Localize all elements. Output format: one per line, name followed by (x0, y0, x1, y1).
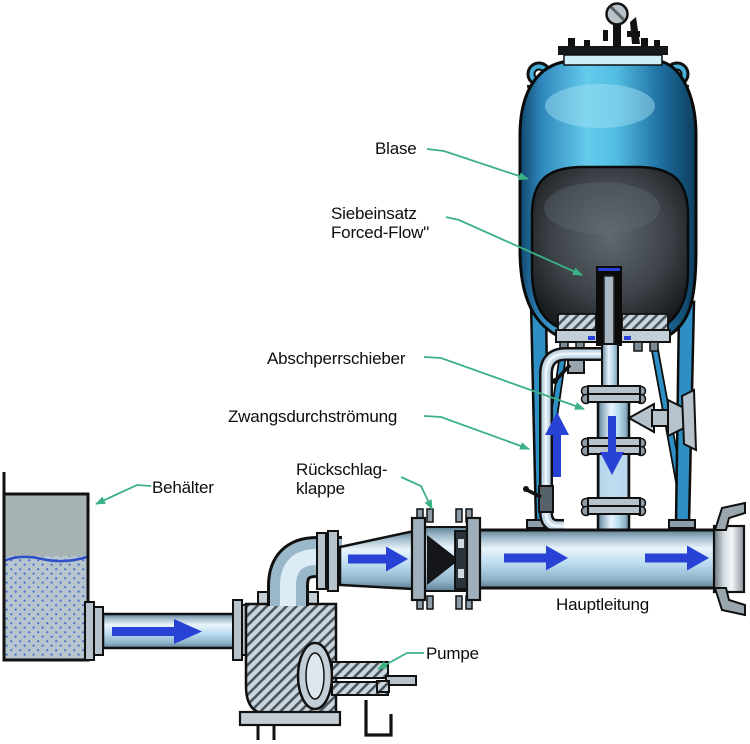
pump-base (238, 710, 342, 727)
pump-shaft (331, 661, 389, 679)
label-blase: Blase (375, 139, 417, 158)
label-hauptleitung: Hauptleitung (556, 595, 650, 614)
flow-arrow-main-left (504, 545, 568, 571)
forced-flow-pipe (523, 347, 608, 533)
label-rueckschlagklappe: Rückschlag- klappe (296, 460, 388, 498)
vent-valve (630, 17, 640, 44)
elbow-flange (316, 530, 339, 592)
leader-rueckschlagklappe (400, 476, 433, 510)
bleed-valve-top (552, 359, 585, 384)
flow-arrows (112, 412, 709, 644)
label-zwangsdurchstroemung: Zwangsdurchströmung (228, 407, 398, 426)
leader-blase (426, 148, 529, 180)
label-pumpe: Pumpe (426, 644, 479, 663)
flow-arrow-cone (348, 546, 408, 572)
clamp-valve-bottom (523, 485, 554, 513)
label-siebeinsatz: Siebeinsatz Forced-Flow" (331, 204, 429, 242)
flow-arrow-suction (112, 619, 202, 644)
pump (238, 587, 417, 740)
valve-actuator (626, 388, 698, 452)
leader-behaelter (95, 484, 152, 505)
reservoir (2, 472, 90, 662)
leader-zwangsdurchstroemung (423, 415, 530, 450)
label-behaelter: Behälter (152, 478, 214, 497)
flow-arrow-down-vessel-pipe (600, 416, 624, 475)
valve-flap-wedge (427, 535, 459, 585)
label-rueckschlag-line2: klappe (296, 479, 345, 498)
bladder (530, 165, 690, 335)
vessel-top-flange (558, 38, 668, 66)
water-line (3, 555, 88, 563)
label-rueckschlag-line1: Rückschlag- (296, 460, 388, 479)
label-siebeinsatz-line1: Siebeinsatz (331, 204, 417, 223)
flow-arrow-main-right (645, 545, 709, 571)
leader-absperrschieber (423, 356, 585, 410)
leader-pumpe (377, 652, 424, 670)
shaft-support-bracket (364, 700, 393, 737)
main-line-end-flange (712, 501, 746, 617)
label-absperrschieber: Abschperrschieber (267, 349, 406, 368)
label-siebeinsatz-line2: Forced-Flow" (331, 223, 430, 242)
check-valve (410, 508, 482, 610)
leader-siebeinsatz (445, 216, 583, 276)
flow-arrow-up-forced-flow (545, 412, 569, 477)
bottom-flange-assembly (555, 313, 671, 352)
pressure-gauge (603, 2, 640, 48)
leader-lines (95, 148, 585, 670)
sieve-insert-forced-flow (588, 266, 631, 351)
